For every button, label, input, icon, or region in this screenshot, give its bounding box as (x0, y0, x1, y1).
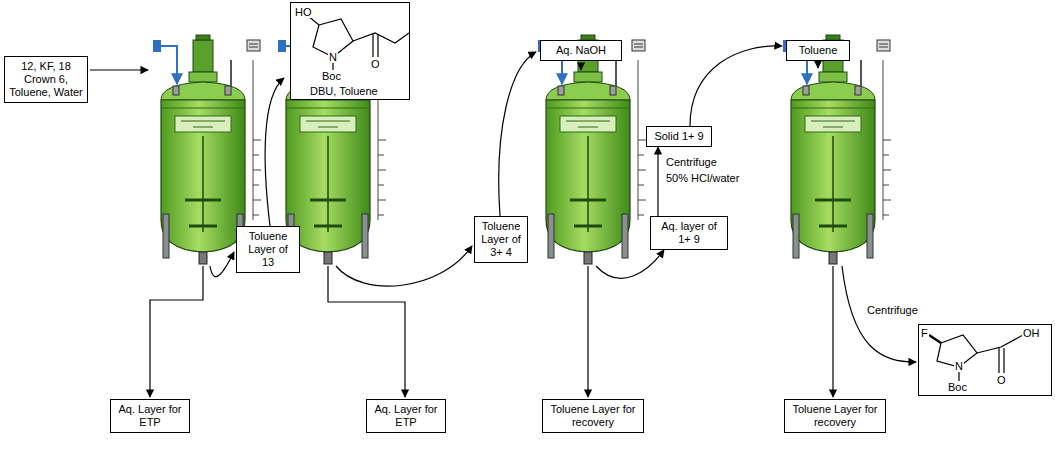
atom-label: DBU, Toluene (309, 85, 379, 97)
transfer-arrow (596, 250, 664, 278)
layer-box: Aq. layer of 1+ 9 (650, 216, 728, 250)
transfer-arrow (690, 46, 782, 126)
reactor-4 (783, 35, 891, 264)
drain-arrow (832, 266, 833, 397)
transfer-arrow (265, 78, 284, 226)
box-text: Aq. NaOH (545, 44, 617, 57)
carbonyl-bond (999, 348, 1004, 373)
recovery-box: Toluene Layer for recovery (542, 399, 644, 433)
atom-label: Boc (321, 70, 342, 82)
solid-box: Solid 1+ 9 (646, 126, 712, 147)
atom-label: O (370, 58, 381, 70)
atom-label: F (920, 327, 929, 339)
step-note: 50% HCl/water (665, 172, 740, 185)
box-text: Toluene Layer for recovery (789, 403, 881, 429)
box-text: Aq. layer of 1+ 9 (655, 220, 723, 246)
layer-box: Toluene Layer of 13 (236, 226, 300, 273)
box-text: Toluene Layer of 3+ 4 (479, 220, 523, 259)
reagent-box: Toluene (786, 40, 850, 61)
step-note: Centrifuge (866, 304, 919, 317)
recovery-box: Toluene Layer for recovery (784, 399, 886, 433)
box-text: Toluene Layer of 13 (241, 230, 295, 269)
drain-arrow (150, 266, 203, 397)
reagent-arrow (817, 62, 818, 68)
transfer-arrow (210, 252, 234, 277)
box-text: Toluene Layer for recovery (547, 403, 639, 429)
flow-connector (657, 147, 658, 216)
atom-label: N (954, 360, 964, 372)
reagent-arrow (580, 64, 581, 70)
reagent-box: 12, KF, 18 Crown 6, Toluene, Water (4, 56, 88, 103)
carbonyl-bond (373, 34, 378, 57)
atom-label: N (328, 51, 338, 63)
atom-label: Boc (947, 381, 968, 393)
layer-box: Toluene Layer of 3+ 4 (474, 216, 528, 263)
reactor-3 (538, 35, 646, 264)
box-text: 12, KF, 18 Crown 6, Toluene, Water (9, 60, 83, 99)
atom-label: O (996, 374, 1007, 386)
transfer-arrow (336, 246, 472, 286)
product-structure-box: F N Boc O OH (918, 324, 1052, 396)
box-text: Aq. Layer for ETP (115, 403, 185, 429)
box-text: Solid 1+ 9 (651, 130, 707, 143)
transfer-arrow (499, 52, 536, 216)
step-note: Centrifuge (665, 156, 718, 169)
waste-box: Aq. Layer for ETP (110, 399, 190, 433)
atom-label: OH (1022, 327, 1041, 339)
structure-box: HO N Boc O DBU, Toluene (290, 2, 410, 100)
reagent-box: Aq. NaOH (540, 40, 622, 61)
atom-label: HO (294, 6, 313, 18)
drain-arrow (587, 266, 588, 397)
ester-bonds (353, 33, 409, 43)
feed-arrow (90, 69, 148, 70)
box-text: Aq. Layer for ETP (371, 403, 441, 429)
fluoro-bond (929, 335, 941, 343)
box-text: Toluene (791, 44, 845, 57)
acid-bonds (977, 335, 1023, 353)
waste-box: Aq. Layer for ETP (366, 399, 446, 433)
